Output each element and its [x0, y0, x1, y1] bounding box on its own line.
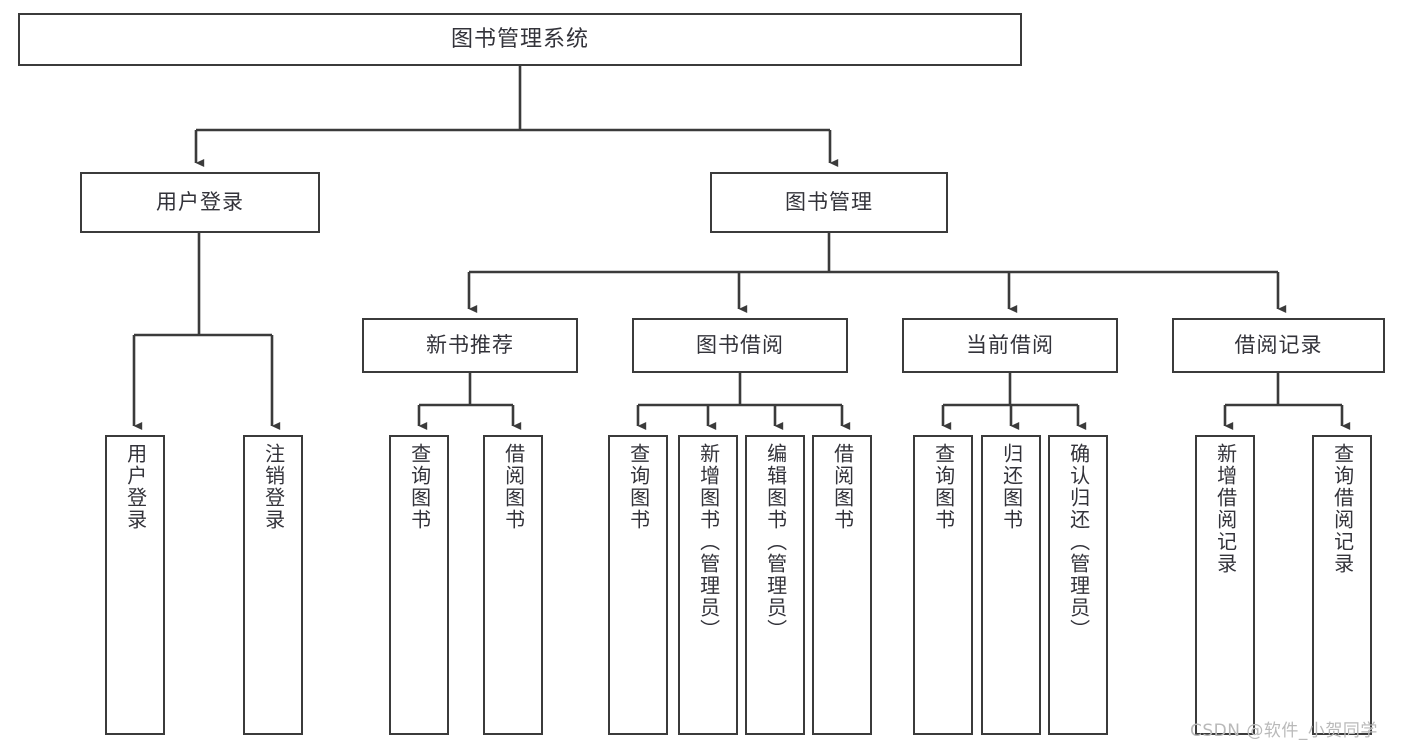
node-level3-book-borrow[interactable]: 图书借阅	[632, 318, 848, 373]
leaf-query-book-current[interactable]: 查询图书	[913, 435, 973, 735]
node-root-system[interactable]: 图书管理系统	[18, 13, 1022, 66]
leaf-label: 新增借阅记录	[1213, 443, 1238, 575]
leaf-confirm-return-admin[interactable]: 确认归还（管理员）	[1048, 435, 1108, 735]
node-label: 用户登录	[156, 190, 244, 215]
leaf-borrow-book-recommend[interactable]: 借阅图书	[483, 435, 543, 735]
leaf-label: 用户登录	[123, 443, 148, 531]
node-level3-borrow-record[interactable]: 借阅记录	[1172, 318, 1385, 373]
leaf-label: 查询图书	[626, 443, 651, 531]
node-label: 借阅记录	[1234, 333, 1323, 358]
leaf-user-login[interactable]: 用户登录	[105, 435, 165, 735]
leaf-label: 编辑图书（管理员）	[763, 443, 788, 641]
leaf-label: 归还图书	[999, 443, 1024, 531]
leaf-label: 借阅图书	[830, 443, 855, 531]
leaf-query-borrow-record[interactable]: 查询借阅记录	[1312, 435, 1372, 735]
leaf-edit-book-admin[interactable]: 编辑图书（管理员）	[745, 435, 805, 735]
node-level3-current-borrow[interactable]: 当前借阅	[902, 318, 1118, 373]
leaf-borrow-book[interactable]: 借阅图书	[812, 435, 872, 735]
leaf-query-book-recommend[interactable]: 查询图书	[389, 435, 449, 735]
node-label: 图书管理	[785, 190, 873, 215]
leaf-label: 查询图书	[407, 443, 432, 531]
leaf-label: 注销登录	[261, 443, 286, 531]
leaf-label: 查询借阅记录	[1330, 443, 1355, 575]
node-label: 图书管理系统	[450, 26, 589, 52]
node-label: 当前借阅	[966, 333, 1054, 358]
leaf-query-book-borrow[interactable]: 查询图书	[608, 435, 668, 735]
node-level2-book-management[interactable]: 图书管理	[710, 172, 948, 233]
leaf-add-borrow-record[interactable]: 新增借阅记录	[1195, 435, 1255, 735]
leaf-add-book-admin[interactable]: 新增图书（管理员）	[678, 435, 738, 735]
leaf-return-book[interactable]: 归还图书	[981, 435, 1041, 735]
node-level2-user-login[interactable]: 用户登录	[80, 172, 320, 233]
node-label: 新书推荐	[426, 333, 514, 358]
leaf-logout[interactable]: 注销登录	[243, 435, 303, 735]
leaf-label: 查询图书	[931, 443, 956, 531]
node-label: 图书借阅	[696, 333, 784, 358]
leaf-label: 确认归还（管理员）	[1066, 443, 1091, 641]
leaf-label: 借阅图书	[501, 443, 526, 531]
leaf-label: 新增图书（管理员）	[696, 443, 721, 641]
node-level3-new-book-recommend[interactable]: 新书推荐	[362, 318, 578, 373]
watermark-text: CSDN @软件_小贺同学	[1190, 721, 1378, 741]
